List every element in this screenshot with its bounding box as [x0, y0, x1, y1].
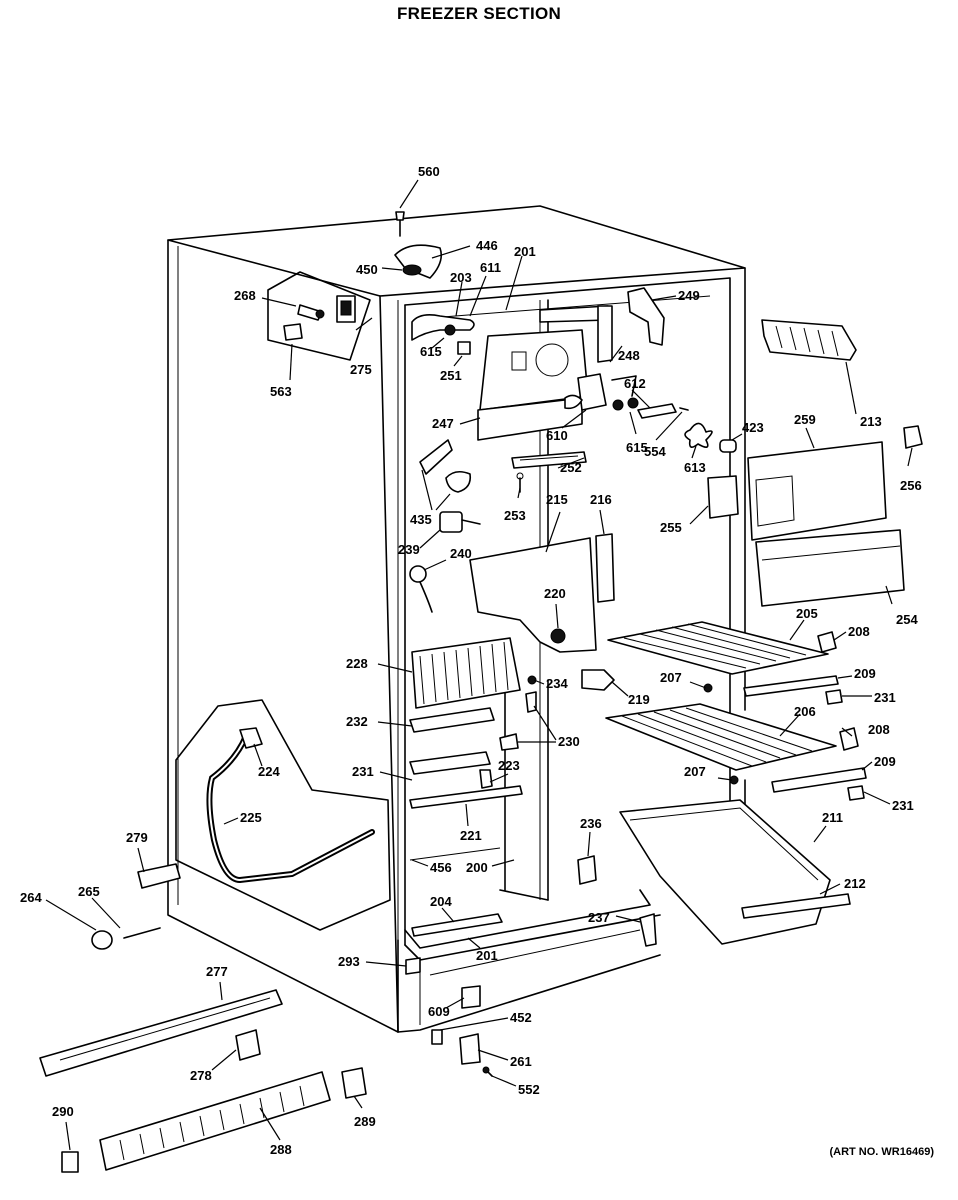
- tubing-inset: [175, 699, 391, 931]
- callout-256: 256: [900, 478, 922, 493]
- callout-265: 265: [78, 884, 100, 899]
- callout-213: 213: [860, 414, 882, 429]
- callout-435: 435: [410, 512, 432, 527]
- top-parts: [267, 211, 737, 653]
- callout-290: 290: [52, 1104, 74, 1119]
- callout-615: 615: [626, 440, 648, 455]
- evaporator-parts: [405, 637, 657, 1077]
- callout-201: 201: [514, 244, 536, 259]
- diagram-title: FREEZER SECTION: [396, 4, 562, 23]
- callout-450: 450: [356, 262, 378, 277]
- callout-231: 231: [352, 764, 374, 779]
- callout-201: 201: [476, 948, 498, 963]
- callout-552: 552: [518, 1082, 540, 1097]
- callout-251: 251: [440, 368, 462, 383]
- callout-446: 446: [476, 238, 498, 253]
- callout-253: 253: [504, 508, 526, 523]
- leader-lines: [45, 179, 913, 1151]
- callout-207: 207: [684, 764, 706, 779]
- callout-232: 232: [346, 714, 368, 729]
- callout-609: 609: [428, 1004, 450, 1019]
- callout-203: 203: [450, 270, 472, 285]
- callout-207: 207: [660, 670, 682, 685]
- callout-248: 248: [618, 348, 640, 363]
- callout-200: 200: [466, 860, 488, 875]
- callout-223: 223: [498, 758, 520, 773]
- callout-239: 239: [398, 542, 420, 557]
- callout-255: 255: [660, 520, 682, 535]
- callout-277: 277: [206, 964, 228, 979]
- callout-456: 456: [430, 860, 452, 875]
- callout-231: 231: [874, 690, 896, 705]
- callout-613: 613: [684, 460, 706, 475]
- callout-289: 289: [354, 1114, 376, 1129]
- callout-209: 209: [874, 754, 896, 769]
- callout-236: 236: [580, 816, 602, 831]
- callout-610: 610: [546, 428, 568, 443]
- callout-249: 249: [678, 288, 700, 303]
- callout-560: 560: [418, 164, 440, 179]
- callout-563: 563: [270, 384, 292, 399]
- callout-220: 220: [544, 586, 566, 601]
- callout-211: 211: [822, 810, 843, 825]
- callout-240: 240: [450, 546, 472, 561]
- callout-219: 219: [628, 692, 650, 707]
- callout-204: 204: [430, 894, 452, 909]
- callout-208: 208: [868, 722, 890, 737]
- callout-278: 278: [190, 1068, 212, 1083]
- shelves-and-bins: [605, 319, 923, 945]
- callout-615: 615: [420, 344, 442, 359]
- callout-labels: 560 446 450 201 203 611 268 249 275 563 …: [20, 164, 922, 1157]
- callout-254: 254: [896, 612, 918, 627]
- callout-554: 554: [644, 444, 666, 459]
- callout-452: 452: [510, 1010, 532, 1025]
- callout-268: 268: [234, 288, 256, 303]
- callout-275: 275: [350, 362, 372, 377]
- callout-293: 293: [338, 954, 360, 969]
- callout-208: 208: [848, 624, 870, 639]
- callout-205: 205: [796, 606, 818, 621]
- callout-230: 230: [558, 734, 580, 749]
- callout-206: 206: [794, 704, 816, 719]
- callout-611: 611: [480, 260, 501, 275]
- callout-228: 228: [346, 656, 368, 671]
- callout-216: 216: [590, 492, 612, 507]
- callout-215: 215: [546, 492, 568, 507]
- callout-247: 247: [432, 416, 454, 431]
- callout-423: 423: [742, 420, 764, 435]
- callout-212: 212: [844, 876, 866, 891]
- callout-261: 261: [510, 1054, 532, 1069]
- callout-221: 221: [460, 828, 482, 843]
- callout-252: 252: [560, 460, 582, 475]
- art-number: (ART NO. WR16469): [829, 1146, 934, 1158]
- callout-288: 288: [270, 1142, 292, 1157]
- callout-264: 264: [20, 890, 42, 905]
- callout-279: 279: [126, 830, 148, 845]
- callout-231: 231: [892, 798, 914, 813]
- callout-224: 224: [258, 764, 280, 779]
- callout-259: 259: [794, 412, 816, 427]
- lower-parts: [39, 863, 367, 1173]
- callout-234: 234: [546, 676, 568, 691]
- callout-225: 225: [240, 810, 262, 825]
- callout-237: 237: [588, 910, 610, 925]
- callout-612: 612: [624, 376, 646, 391]
- callout-209: 209: [854, 666, 876, 681]
